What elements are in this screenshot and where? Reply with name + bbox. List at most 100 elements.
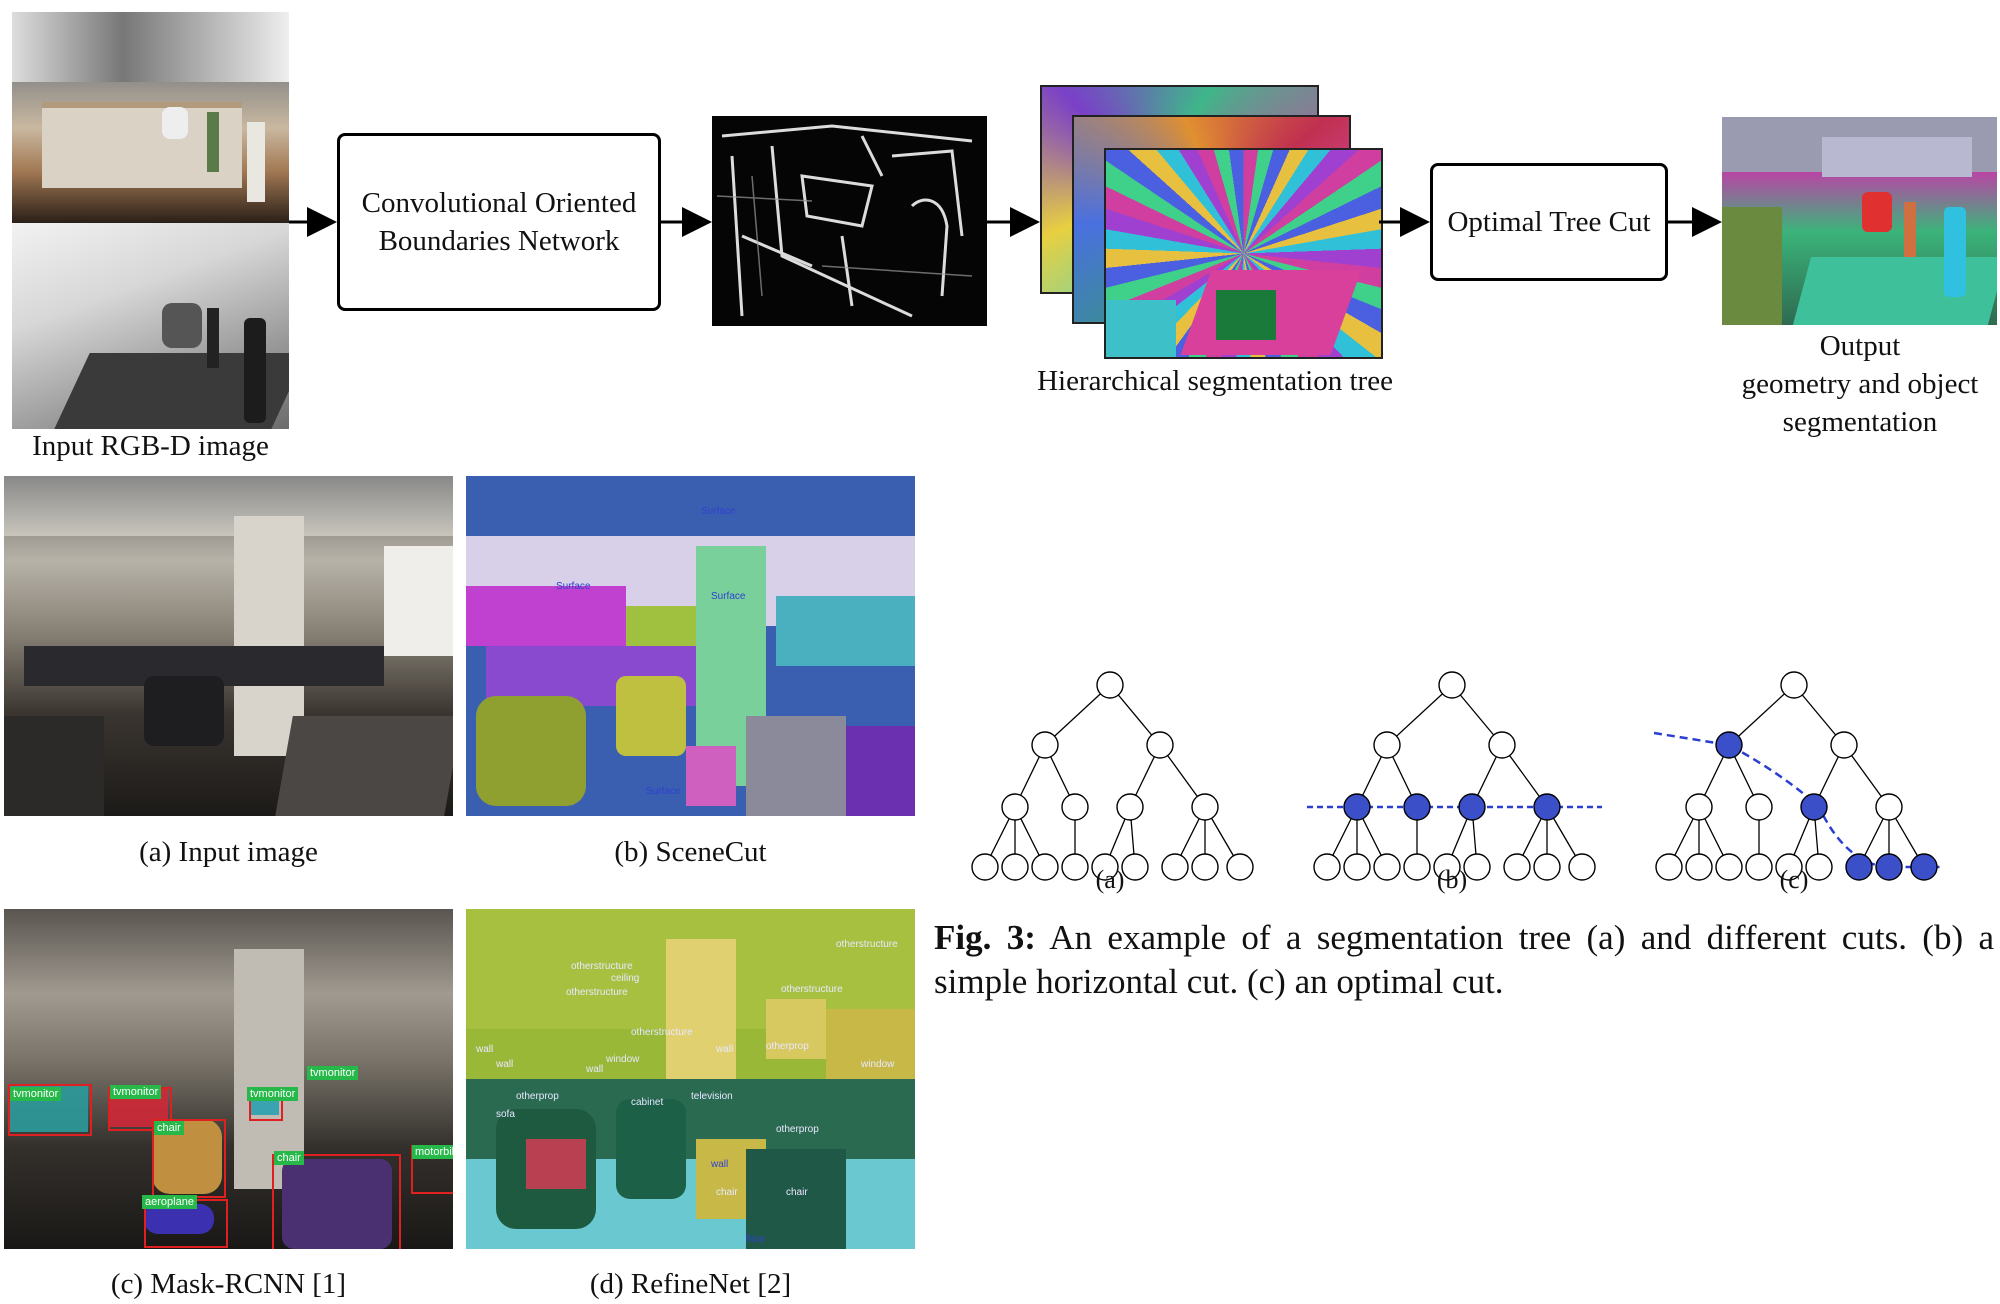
panel-d-caption: (d) RefineNet [2] xyxy=(589,1268,792,1300)
tree-node xyxy=(1031,853,1059,881)
tree-node xyxy=(1116,793,1144,821)
panel-c-caption: (c) Mask-RCNN [1] xyxy=(110,1268,347,1300)
tree-node xyxy=(1533,853,1561,881)
refinenet-label: otherstructure xyxy=(631,1027,693,1038)
tree-node xyxy=(1438,671,1466,699)
tree-node xyxy=(1031,731,1059,759)
detection-label: tvmonitor xyxy=(110,1085,162,1099)
scenecut-result-image: Surface Surface Surface Surface xyxy=(466,476,915,816)
input-depth-image xyxy=(12,223,289,429)
tree-node xyxy=(1001,793,1029,821)
refinenet-label: window xyxy=(606,1054,640,1065)
scenecut-label: Surface xyxy=(646,786,681,797)
boundary-map-image xyxy=(712,116,987,326)
tree-node xyxy=(1830,731,1858,759)
tree-a-label: (a) xyxy=(1095,865,1125,894)
tree-node-selected xyxy=(1910,853,1938,881)
tree-node xyxy=(1745,793,1773,821)
tree-node xyxy=(1191,853,1219,881)
tree-node-selected xyxy=(1845,853,1873,881)
tree-caption: Hierarchical segmentation tree xyxy=(1037,365,1393,397)
output-segmentation-image xyxy=(1722,117,1997,325)
pipeline-arrows xyxy=(289,207,1722,237)
tree-node xyxy=(1805,853,1833,881)
refinenet-label: otherstructure xyxy=(566,987,628,998)
detection-label: tvmonitor xyxy=(247,1087,299,1101)
tree-node xyxy=(1001,853,1029,881)
output-caption-line1: Output xyxy=(1819,330,1901,362)
cob-network-box: Convolutional Oriented Boundaries Networ… xyxy=(337,133,661,311)
panel-a-caption: (a) Input image xyxy=(139,836,318,868)
output-caption-line3: segmentation xyxy=(1782,406,1938,438)
figure-caption-prefix: Fig. 3: xyxy=(934,918,1036,957)
tree-node xyxy=(1488,731,1516,759)
tree-node xyxy=(1685,793,1713,821)
refinenet-label: ceiling xyxy=(611,973,640,984)
tree-node xyxy=(1373,853,1401,881)
tree-node-selected xyxy=(1715,731,1743,759)
tree-node xyxy=(971,853,999,881)
detection-label: chair xyxy=(274,1151,304,1165)
refinenet-label: window xyxy=(861,1059,895,1070)
tree-node-selected xyxy=(1403,793,1431,821)
refinenet-label: otherstructure xyxy=(781,984,843,995)
tree-node xyxy=(1685,853,1713,881)
tree-edge xyxy=(1044,684,1111,746)
tree-node xyxy=(1061,793,1089,821)
detection-label: tvmonitor xyxy=(307,1066,359,1080)
detection-label: motorbike xyxy=(412,1145,453,1159)
refinenet-label: wall xyxy=(716,1044,734,1055)
tree-node xyxy=(1373,731,1401,759)
scenecut-label: Surface xyxy=(556,581,591,592)
tree-node xyxy=(1313,853,1341,881)
refinenet-label: wall xyxy=(496,1059,514,1070)
detection-label: tvmonitor xyxy=(10,1087,62,1101)
tree-node xyxy=(1775,853,1803,881)
tree-node xyxy=(1061,853,1089,881)
optimal-tree-cut-box: Optimal Tree Cut xyxy=(1430,163,1668,281)
tree-b-label: (b) xyxy=(1436,865,1468,894)
tree-node xyxy=(1191,793,1219,821)
refinenet-label: television xyxy=(691,1091,733,1102)
refinenet-label: wall xyxy=(476,1044,494,1055)
tree-node xyxy=(1745,853,1773,881)
refinenet-label: wall xyxy=(586,1064,604,1075)
output-caption-line2: geometry and object xyxy=(1741,368,1979,400)
refinenet-result-image: otherstructure ceiling otherstructure ot… xyxy=(466,909,915,1249)
tree-node xyxy=(1091,853,1119,881)
tree-node xyxy=(1463,853,1491,881)
tree-node xyxy=(1146,731,1174,759)
tree-c-label: (c) xyxy=(1779,865,1809,894)
panel-b-caption: (b) SceneCut xyxy=(614,836,767,868)
tree-node-selected xyxy=(1800,793,1828,821)
refinenet-label: otherprop xyxy=(776,1124,819,1135)
scenecut-label: Surface xyxy=(701,506,736,517)
refinenet-label: chair xyxy=(716,1187,738,1198)
refinenet-label: sofa xyxy=(496,1109,515,1120)
tree-node xyxy=(1875,793,1903,821)
tree-node xyxy=(1568,853,1596,881)
segmentation-trees-diagram xyxy=(971,671,1944,881)
tree-edge xyxy=(1386,684,1453,746)
segmentation-level-3 xyxy=(1104,148,1383,359)
detection-box xyxy=(8,1084,92,1136)
office-input-image xyxy=(4,476,453,816)
refinenet-label: otherstructure xyxy=(571,961,633,972)
tree-node xyxy=(1715,853,1743,881)
tree-node xyxy=(1403,853,1431,881)
tree-node xyxy=(1343,853,1371,881)
input-rgb-image xyxy=(12,12,289,223)
refinenet-label: cabinet xyxy=(631,1097,664,1108)
maskrcnn-result-image: tvmonitor tvmonitor tvmonitor tvmonitor … xyxy=(4,909,453,1249)
scenecut-label: Surface xyxy=(711,591,746,602)
tree-node xyxy=(1161,853,1189,881)
detection-label: aeroplane xyxy=(142,1195,197,1209)
tree-node xyxy=(1503,853,1531,881)
refinenet-label: otherstructure xyxy=(836,939,898,950)
tree-node xyxy=(1226,853,1254,881)
detection-box xyxy=(272,1154,401,1249)
detection-label: chair xyxy=(154,1121,184,1135)
tree-node xyxy=(1096,671,1124,699)
tree-node xyxy=(1780,671,1808,699)
tree-node xyxy=(1655,853,1683,881)
